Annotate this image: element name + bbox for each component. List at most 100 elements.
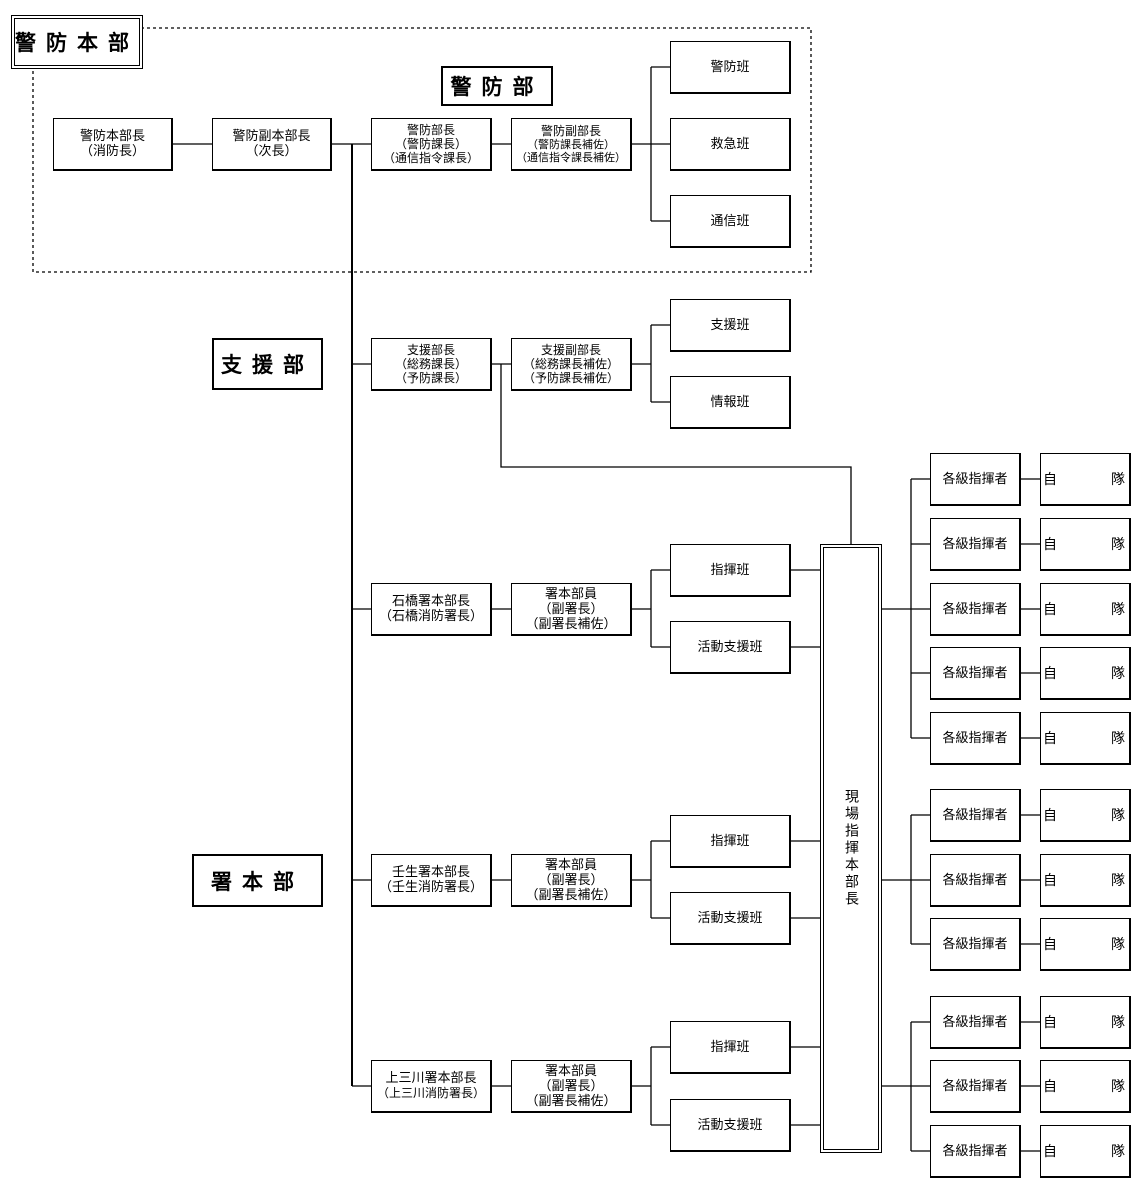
own-unit-label: 自 隊 [1043,1015,1143,1031]
team-joho-box: 情報班 [670,376,791,429]
team-shien-box: 支援班 [670,299,791,352]
team-shien-label: 支援班 [710,317,750,333]
station-ishibashi-head-sub: （石橋消防署長） [378,609,483,624]
commander-box: 各級指揮者 [930,1060,1021,1113]
commander-box: 各級指揮者 [930,518,1021,571]
hq-vice-title: 警防副本部長 [232,129,311,144]
own-unit-label: 自 隊 [1043,666,1143,682]
hq-chief-sub: （消防長） [79,144,145,159]
station-mibu-command-label: 指揮班 [710,833,750,849]
station-ishibashi-staff-title: 署本部員 [544,586,597,602]
keibo-honbu-title: 警防本部 [11,15,143,69]
commander-label: 各級指揮者 [942,872,1008,888]
commander-box: 各級指揮者 [930,583,1021,636]
keibo-head-title: 警防部長 [406,123,455,137]
station-ishibashi-command-team: 指揮班 [670,544,791,597]
commander-label: 各級指揮者 [942,1143,1008,1159]
hq-vice-sub: （次長） [245,144,298,159]
commander-box: 各級指揮者 [930,918,1021,971]
hq-vice-box: 警防副本部長 （次長） [212,118,332,171]
own-unit-label: 自 隊 [1043,1144,1143,1160]
own-unit-label: 自 隊 [1043,602,1143,618]
commander-box: 各級指揮者 [930,647,1021,700]
own-unit-box: 自 隊 [1040,1060,1131,1113]
station-ishibashi-support-team: 活動支援班 [670,621,791,674]
shien-vice-sub1: （総務課長補佐） [522,357,619,371]
station-mibu-staff-sub2: （副署長補佐） [525,887,617,903]
keibo-head-box: 警防部長 （警防課長） （通信指令課長） [371,118,492,171]
commander-label: 各級指揮者 [942,536,1008,552]
keibo-head-sub2: （通信指令課長） [382,151,479,165]
own-unit-box: 自 隊 [1040,789,1131,842]
own-unit-box: 自 隊 [1040,583,1131,636]
commander-label: 各級指揮者 [942,665,1008,681]
station-kaminokawa-support-label: 活動支援班 [697,1117,763,1133]
keibo-head-sub1: （警防課長） [394,137,467,151]
team-keibo-label: 警防班 [710,59,750,75]
team-tsushin-box: 通信班 [670,195,791,248]
commander-box: 各級指揮者 [930,996,1021,1049]
shien-head-box: 支援部長 （総務課長） （予防課長） [371,338,492,391]
team-joho-label: 情報班 [710,394,750,410]
keibo-vice-box: 警防副部長 （警防課長補佐） （通信指令課長補佐） [511,118,632,171]
commander-label: 各級指揮者 [942,471,1008,487]
keibo-vice-title: 警防副部長 [540,123,601,138]
station-kaminokawa-staff-sub1: （副署長） [538,1078,604,1094]
keibo-bu-title: 警防部 [441,66,553,106]
keibo-vice-sub1: （警防課長補佐） [527,137,615,151]
own-unit-box: 自 隊 [1040,453,1131,506]
station-ishibashi-staff-sub1: （副署長） [538,601,604,617]
own-unit-box: 自 隊 [1040,918,1131,971]
commander-box: 各級指揮者 [930,453,1021,506]
station-mibu-support-team: 活動支援班 [670,892,791,945]
station-mibu-command-team: 指揮班 [670,815,791,868]
station-kaminokawa-command-label: 指揮班 [710,1039,750,1055]
field-command-hq-box: 現場指揮本部長 [820,544,882,1153]
station-kaminokawa-staff-sub2: （副署長補佐） [525,1093,617,1109]
own-unit-label: 自 隊 [1043,537,1143,553]
station-ishibashi-support-label: 活動支援班 [697,639,763,655]
team-keibo-box: 警防班 [670,41,791,94]
station-ishibashi-head-box: 石橋署本部長 （石橋消防署長） [371,583,492,636]
hq-chief-box: 警防本部長 （消防長） [53,118,173,171]
own-unit-box: 自 隊 [1040,518,1131,571]
commander-label: 各級指揮者 [942,601,1008,617]
keibo-bu-title-text: 警防部 [450,74,544,99]
station-mibu-head-title: 壬生署本部長 [391,865,470,880]
own-unit-box: 自 隊 [1040,854,1131,907]
keibo-honbu-title-text: 警防本部 [15,30,139,55]
station-mibu-head-sub: （壬生消防署長） [378,880,483,895]
station-kaminokawa-command-team: 指揮班 [670,1021,791,1074]
hq-chief-title: 警防本部長 [79,129,145,144]
shien-bu-title-text: 支援部 [221,352,314,377]
own-unit-label: 自 隊 [1043,937,1143,953]
commander-label: 各級指揮者 [942,936,1008,952]
own-unit-box: 自 隊 [1040,996,1131,1049]
shien-head-sub2: （予防課長） [394,371,467,385]
station-ishibashi-staff-sub2: （副署長補佐） [525,616,617,632]
commander-box: 各級指揮者 [930,1125,1021,1178]
sho-honbu-title-text: 署本部 [211,868,304,894]
station-mibu-head-box: 壬生署本部長 （壬生消防署長） [371,854,492,907]
station-ishibashi-command-label: 指揮班 [710,562,750,578]
shien-vice-title: 支援副部長 [540,343,601,357]
shien-head-sub1: （総務課長） [394,357,467,371]
station-kaminokawa-staff-box: 署本部員 （副署長） （副署長補佐） [511,1060,632,1113]
team-tsushin-label: 通信班 [710,213,750,229]
commander-box: 各級指揮者 [930,789,1021,842]
station-kaminokawa-staff-title: 署本部員 [544,1063,597,1079]
commander-label: 各級指揮者 [942,807,1008,823]
station-kaminokawa-head-title: 上三川署本部長 [385,1071,477,1086]
station-mibu-support-label: 活動支援班 [697,910,763,926]
commander-box: 各級指揮者 [930,854,1021,907]
own-unit-label: 自 隊 [1043,808,1143,824]
team-kyukyu-label: 救急班 [710,136,750,152]
station-mibu-staff-box: 署本部員 （副署長） （副署長補佐） [511,854,632,907]
sho-honbu-title: 署本部 [192,854,323,907]
shien-vice-box: 支援副部長 （総務課長補佐） （予防課長補佐） [511,338,632,391]
own-unit-label: 自 隊 [1043,873,1143,889]
commander-box: 各級指揮者 [930,712,1021,765]
commander-label: 各級指揮者 [942,730,1008,746]
commander-label: 各級指揮者 [942,1014,1008,1030]
